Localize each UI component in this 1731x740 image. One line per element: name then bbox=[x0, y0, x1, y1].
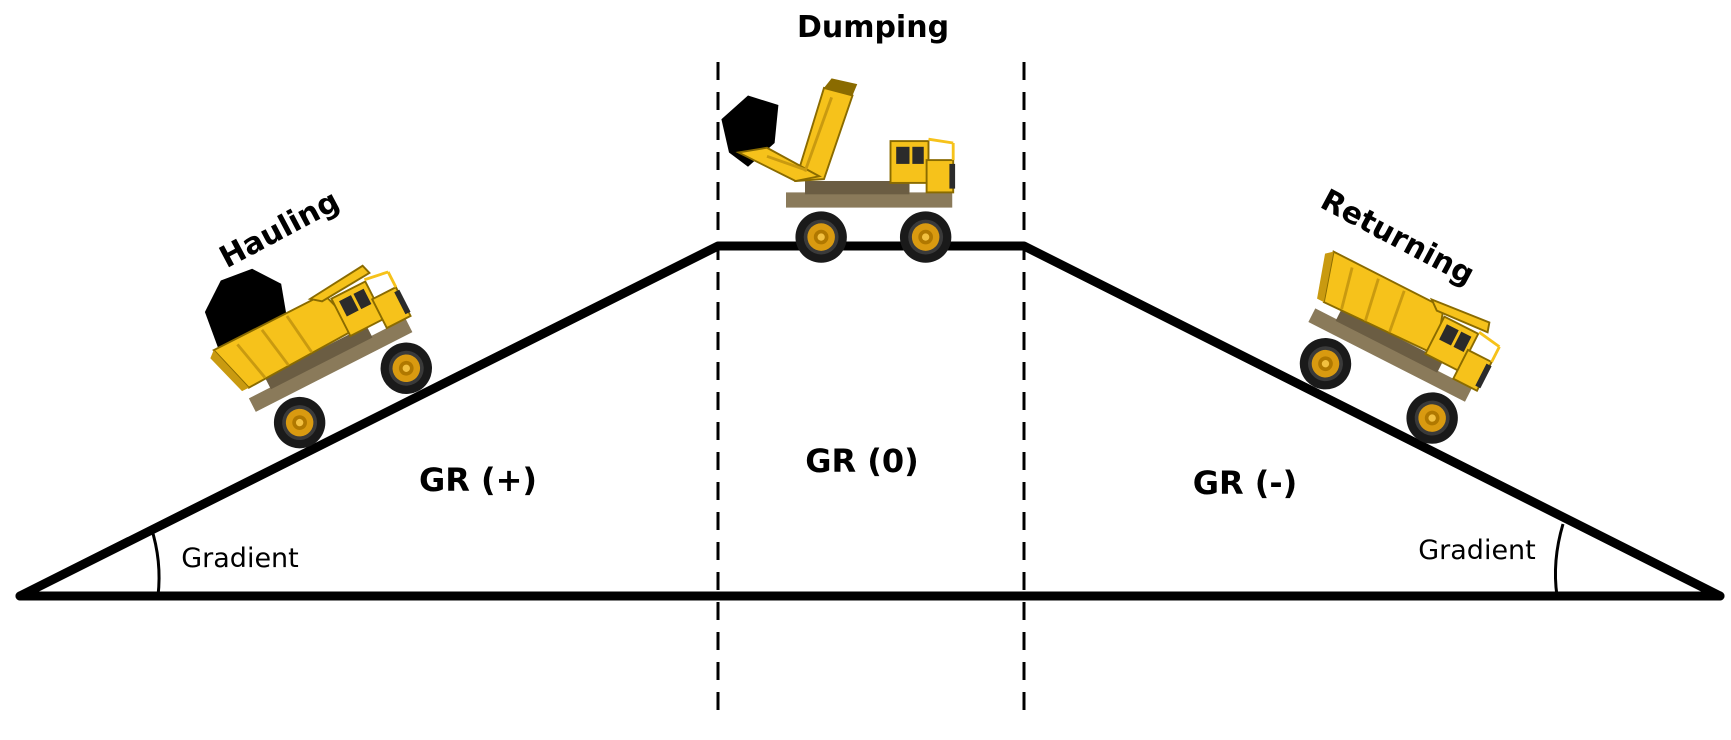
gr-zero-label: GR (0) bbox=[805, 442, 919, 480]
gradient-label-right: Gradient bbox=[1418, 535, 1536, 566]
gr-minus-label: GR (-) bbox=[1193, 464, 1298, 502]
gradient-label-left: Gradient bbox=[181, 543, 299, 574]
loaded-dump-truck-icon bbox=[181, 210, 444, 468]
hauling-label: Hauling bbox=[214, 184, 345, 276]
gradient-arc-left bbox=[149, 526, 161, 597]
gr-plus-label: GR (+) bbox=[419, 461, 537, 499]
gradient-arc-right bbox=[1553, 523, 1565, 597]
tipping-dump-truck-icon bbox=[721, 78, 955, 262]
haul-road-profile bbox=[15, 241, 1725, 601]
ore-load-icon bbox=[204, 268, 287, 350]
dumping-label: Dumping bbox=[797, 10, 949, 45]
